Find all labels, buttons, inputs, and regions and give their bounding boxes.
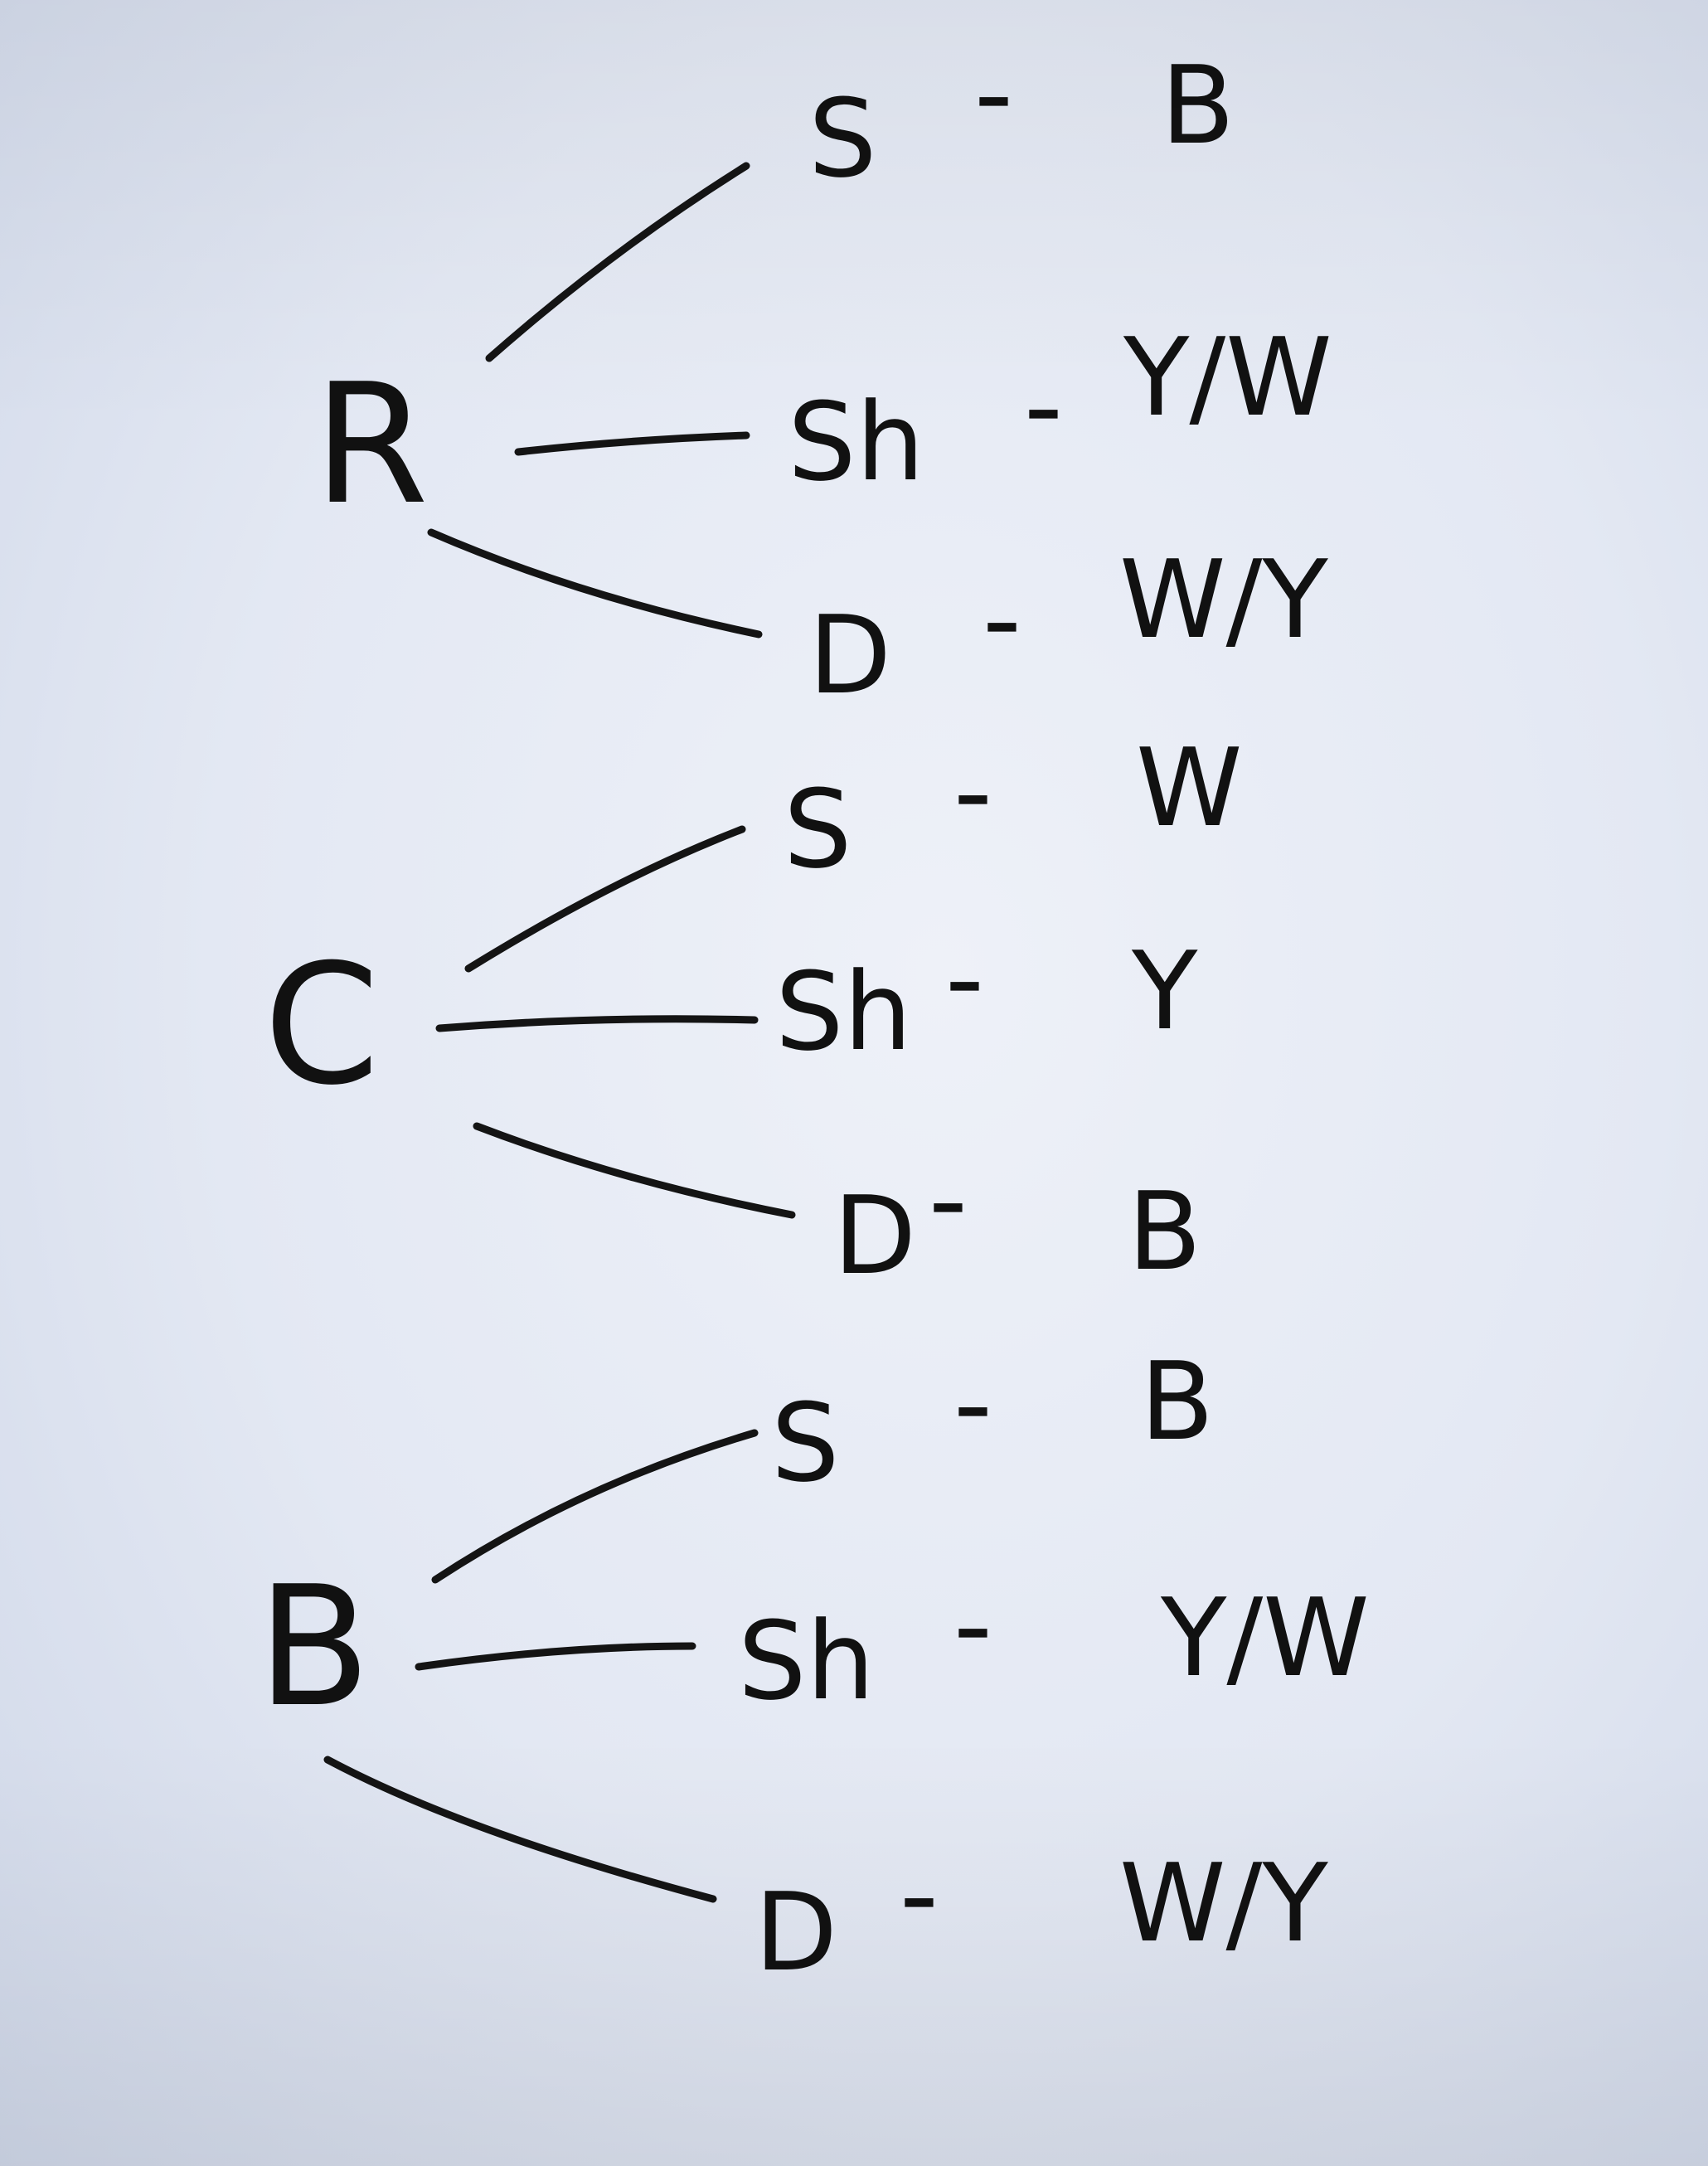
tree-group-r: R S - B Sh - Y/W D - W/Y [313, 31, 1332, 718]
branch-value-b-d: W/Y [1119, 1840, 1328, 1966]
edge-r-d [427, 528, 763, 639]
root-node-b: B [257, 1551, 371, 1744]
branch-value-c-d: B [1128, 1168, 1201, 1294]
edge-b-d [323, 1756, 717, 1903]
edge-b-sh [415, 1642, 696, 1671]
branch-node-r-s: S [808, 75, 877, 202]
edge-r-sh [514, 431, 750, 456]
branch-sep-r-d: - [983, 556, 1021, 682]
tree-group-b: B S - B Sh - Y/W D - W/Y [257, 1338, 1370, 1995]
edge-r-s [485, 162, 750, 362]
branch-sep-b-s: - [953, 1341, 992, 1467]
branch-sep-c-s: - [953, 729, 992, 855]
branch-node-c-s: S [784, 766, 852, 892]
branch-sep-c-d: - [929, 1137, 968, 1263]
branch-sep-c-sh: - [945, 915, 984, 1042]
branch-node-r-d: D [808, 592, 891, 718]
branch-node-c-sh: Sh [775, 949, 912, 1075]
branch-node-b-d: D [755, 1869, 837, 1995]
branch-value-r-s: B [1161, 42, 1235, 168]
branch-node-b-s: S [771, 1380, 840, 1506]
branch-node-c-d: D [833, 1173, 916, 1299]
branch-value-r-d: W/Y [1119, 537, 1328, 663]
root-node-r: R [313, 348, 429, 542]
branch-sep-b-sh: - [953, 1562, 992, 1688]
branch-sep-b-d: - [900, 1832, 939, 1958]
root-node-c: C [264, 929, 380, 1122]
branch-node-r-sh: Sh [788, 379, 924, 505]
branch-sep-r-sh: - [1024, 343, 1063, 469]
edge-b-s [431, 1429, 759, 1584]
branch-value-b-s: B [1140, 1338, 1214, 1464]
tree-group-c: C S - W Sh - Y D - B [264, 725, 1243, 1299]
branch-value-b-sh: Y/W [1160, 1575, 1370, 1701]
branch-value-c-s: W [1136, 725, 1243, 851]
branch-sep-r-s: - [974, 31, 1013, 157]
edge-c-s [464, 825, 746, 973]
branch-node-b-sh: Sh [738, 1598, 875, 1724]
branch-value-r-sh: Y/W [1123, 314, 1332, 440]
edge-c-sh [435, 1015, 759, 1032]
branch-value-c-sh: Y [1131, 928, 1198, 1054]
edge-c-d [473, 1122, 796, 1219]
